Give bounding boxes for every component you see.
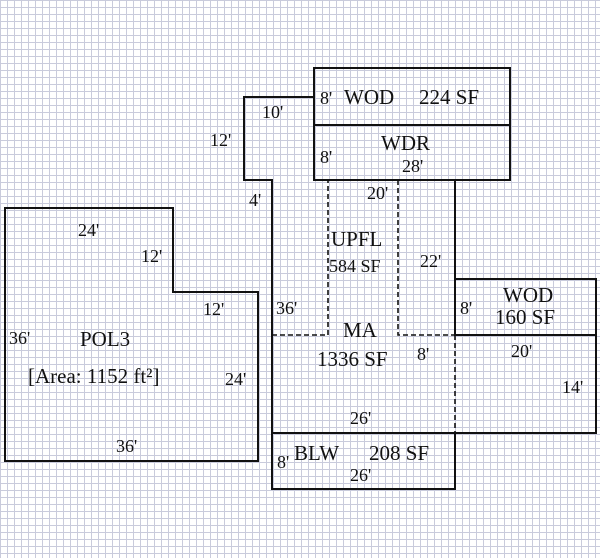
- dim-20: 20': [511, 341, 532, 361]
- ma-dim-26: 26': [350, 408, 371, 428]
- wdr-label: WDR: [381, 131, 430, 155]
- pol3-outline[interactable]: [4, 207, 259, 462]
- ma-label: MA: [343, 318, 378, 342]
- upfl-area: 584 SF: [329, 256, 381, 276]
- wod-right-dim: 8': [460, 298, 472, 318]
- pol3-area: [Area: 1152 ft²]: [28, 364, 159, 388]
- pol3-dim-top: 24': [78, 220, 99, 240]
- wod-right-area: 160 SF: [495, 305, 555, 329]
- pol3-dim-right: 24': [225, 369, 246, 389]
- wdr-dim-len: 28': [402, 156, 423, 176]
- ma-dim-36: 36': [276, 298, 297, 318]
- wdr-dim-side: 8': [320, 147, 332, 167]
- ma-area: 1336 SF: [317, 347, 388, 371]
- blw-dim-len: 26': [350, 465, 371, 485]
- upfl-label: UPFL: [331, 227, 382, 251]
- pol3-label: POL3: [80, 327, 130, 351]
- blw-area: 208 SF: [369, 441, 429, 465]
- upfl-dim: 20': [367, 183, 388, 203]
- wod-right-label: WOD: [503, 283, 553, 307]
- upfl-outline[interactable]: [272, 180, 329, 336]
- pol3-dim-bottom: 36': [116, 436, 137, 456]
- ma-dim-22: 22': [420, 251, 441, 271]
- dim-14: 14': [562, 377, 583, 397]
- wod-top-dim: 8': [320, 88, 332, 108]
- ma-dim-4: 4': [249, 190, 261, 210]
- pol3-dim-step-h: 12': [203, 299, 224, 319]
- wdr-outline[interactable]: [313, 124, 511, 181]
- blw-label: BLW: [294, 441, 339, 465]
- pol3-dim-left: 36': [9, 328, 30, 348]
- blw-dim-side: 8': [277, 452, 289, 472]
- blw-outline[interactable]: [271, 432, 456, 490]
- ma-dim-10: 10': [262, 102, 283, 122]
- wod-top-label: WOD: [344, 85, 394, 109]
- ma-dim-12: 12': [210, 130, 231, 150]
- pol3-dim-step-v: 12': [141, 246, 162, 266]
- ma-outline[interactable]: [243, 96, 314, 489]
- upfl-outline-right: [397, 180, 455, 336]
- wod-top-area: 224 SF: [419, 85, 479, 109]
- ma-dim-8: 8': [417, 344, 429, 364]
